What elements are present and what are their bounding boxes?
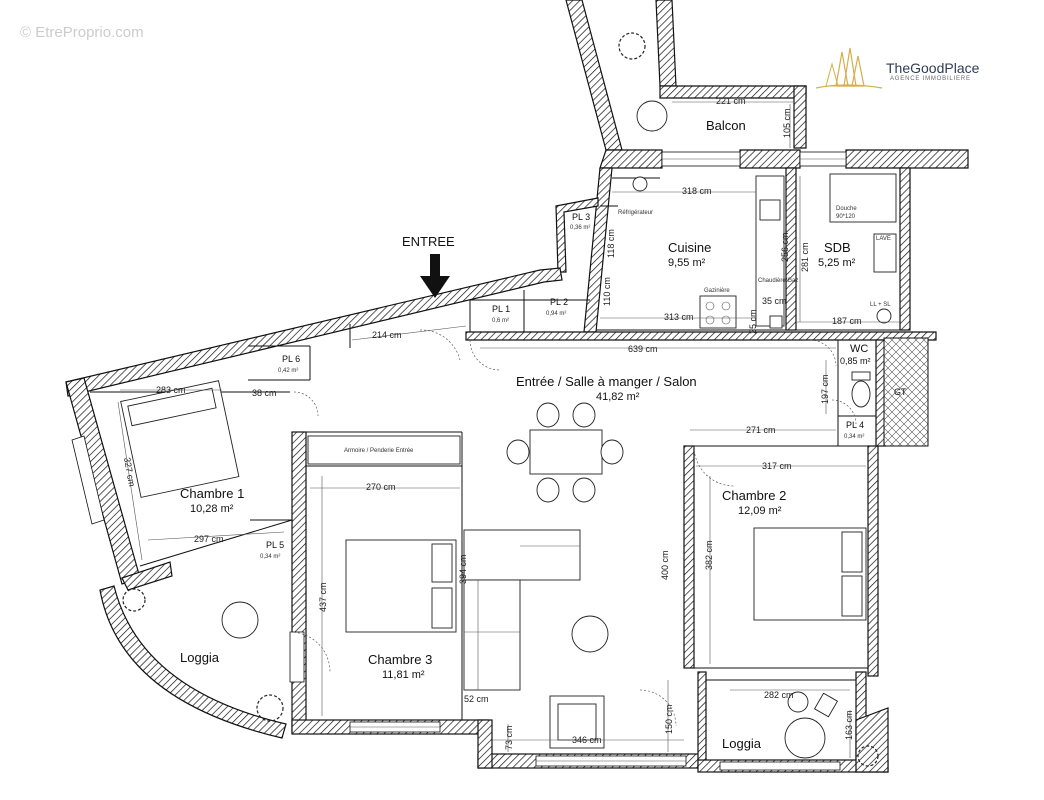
- dim-163: 163 cm: [844, 710, 854, 740]
- toilet-icon: [851, 371, 871, 408]
- label-douche: Douche: [836, 206, 857, 212]
- label-chaudiere: Chaudière/Gaz: [758, 278, 798, 284]
- dim-25: 25 cm: [748, 309, 758, 334]
- dim-282: 282 cm: [764, 690, 794, 700]
- area-sdb: 5,25 m²: [818, 257, 856, 269]
- dim-382: 382 cm: [704, 540, 714, 570]
- watermark: © EtreProprio.com: [20, 24, 144, 41]
- loggia-table: [784, 717, 826, 759]
- closet-pl5: PL 5: [266, 540, 284, 550]
- plant-icon: [122, 32, 879, 767]
- closet-pl1: PL 1: [492, 304, 510, 314]
- bed-chambre-1: [120, 380, 240, 498]
- area-pl5: 0,34 m²: [260, 554, 280, 560]
- dim-cuisine-width: 318 cm: [682, 186, 712, 196]
- room-wc: WC: [850, 343, 868, 355]
- label-douche-size: 90*120: [836, 214, 856, 220]
- stove-icon: [699, 295, 737, 329]
- agency-subtitle: AGENCE IMMOBILIERE: [890, 76, 971, 82]
- dim-balcon-width: 221 cm: [716, 96, 746, 106]
- agency-name: TheGoodPlace: [886, 60, 980, 76]
- dim-cuisine-width-2: 313 cm: [664, 312, 694, 322]
- area-pl6: 0,42 m²: [278, 368, 298, 374]
- dim-283: 283 cm: [156, 385, 186, 395]
- room-chambre-2: Chambre 2: [722, 488, 786, 503]
- pine-trees-logo-icon: [815, 47, 883, 89]
- bed-chambre-3: [345, 539, 457, 633]
- room-sejour: Entrée / Salle à manger / Salon: [516, 374, 697, 389]
- wardrobe-entree: [307, 435, 461, 465]
- label-gaziniere: Gazinière: [704, 288, 730, 294]
- room-loggia-right: Loggia: [722, 736, 762, 751]
- closet-pl6: PL 6: [282, 354, 300, 364]
- furniture: [120, 32, 897, 767]
- coffee-table: [571, 615, 609, 653]
- area-pl4: 0,34 m²: [844, 434, 864, 440]
- area-chambre-3: 11,81 m²: [382, 669, 425, 681]
- gt-technical-duct: [883, 337, 929, 447]
- room-balcon: Balcon: [706, 118, 746, 133]
- dim-214: 214 cm: [372, 330, 402, 340]
- dim-297: 297 cm: [194, 534, 224, 544]
- dim-400: 400 cm: [660, 550, 670, 580]
- area-pl2: 0,94 m²: [546, 311, 566, 317]
- label-ll-sl: LL + SL: [870, 302, 891, 308]
- dim-sdb-height: 281 cm: [800, 242, 810, 272]
- agency-logo: TheGoodPlace AGENCE IMMOBILIERE: [814, 46, 1014, 94]
- area-wc: 0,85 m²: [840, 356, 871, 366]
- sink-icon: [873, 233, 897, 273]
- dim-150: 150 cm: [664, 704, 674, 734]
- dining-table: [506, 402, 624, 503]
- entrance-arrow-icon: [420, 254, 450, 298]
- dim-271: 271 cm: [746, 425, 776, 435]
- doors: [289, 329, 857, 727]
- area-chambre-2: 12,09 m²: [738, 505, 782, 517]
- dimension-lines: [117, 101, 900, 758]
- room-cuisine: Cuisine: [668, 240, 711, 255]
- dim-197: 197 cm: [820, 374, 830, 404]
- dim-38: 38 cm: [252, 388, 277, 398]
- area-pl3: 0,36 m²: [570, 225, 590, 231]
- bed-chambre-2: [753, 527, 867, 621]
- dim-437: 437 cm: [318, 582, 328, 612]
- dim-346: 346 cm: [572, 735, 602, 745]
- lounge-chair-icon: [221, 100, 839, 718]
- dim-cuisine-h2: 110 cm: [602, 277, 612, 306]
- dim-52: 52 cm: [464, 694, 489, 704]
- fridge-icon: [632, 176, 648, 192]
- room-chambre-3: Chambre 3: [368, 652, 432, 667]
- area-sejour: 41,82 m²: [596, 391, 640, 403]
- closet-pl4: PL 4: [846, 420, 864, 430]
- area-pl1: 0,6 m²: [492, 318, 509, 324]
- room-loggia-left: Loggia: [180, 650, 220, 665]
- dim-sdb-height-2: 256 cm: [780, 232, 790, 262]
- room-sdb: SDB: [824, 240, 851, 255]
- walls: [65, 0, 969, 773]
- closet-pl3: PL 3: [572, 212, 590, 222]
- windows: [71, 151, 847, 771]
- label-lave: LAVE: [876, 236, 891, 242]
- boiler-icon: [769, 315, 783, 329]
- dim-balcon-height: 105 cm: [782, 108, 792, 138]
- washing-machine-icon: [876, 308, 892, 324]
- room-chambre-1: Chambre 1: [180, 486, 244, 501]
- label-armoire: Armoire / Penderie Entrée: [344, 448, 414, 454]
- dim-639: 639 cm: [628, 344, 658, 354]
- dim-35: 35 cm: [762, 296, 787, 306]
- sofa: [463, 529, 581, 691]
- dim-cuisine-h1: 118 cm: [606, 229, 616, 258]
- closet-pl2: PL 2: [550, 297, 568, 307]
- dim-317: 317 cm: [762, 461, 792, 471]
- area-cuisine: 9,55 m²: [668, 257, 706, 269]
- dim-sdb-width: 187 cm: [832, 316, 862, 326]
- dim-394: 394 cm: [458, 554, 468, 584]
- room-gt: GT: [894, 387, 907, 397]
- dim-270: 270 cm: [366, 482, 396, 492]
- entrance-label: ENTREE: [402, 234, 455, 249]
- area-chambre-1: 10,28 m²: [190, 503, 234, 515]
- dim-73: 73 cm: [504, 725, 514, 750]
- shower-icon: [829, 173, 897, 223]
- label-refrigerateur: Réfrigérateur: [618, 210, 653, 216]
